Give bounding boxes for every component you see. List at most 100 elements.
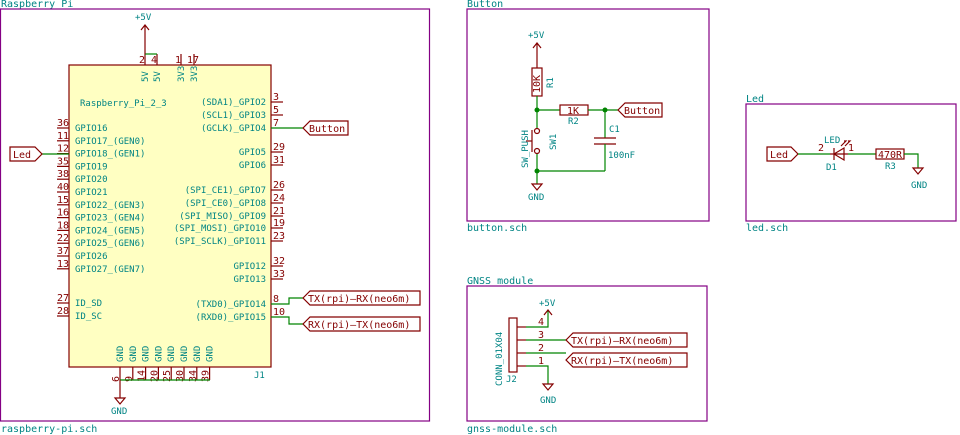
sheet-led[interactable]: Led led.sch (745, 94, 957, 234)
rpi-pin-name: (SPI_CE1)_GPIO7 (185, 186, 266, 196)
sheet-border-raspberry-pi (0, 8, 431, 422)
button-circuit: +5V 10K R1 1K R2 Button C1 100nF SW_PUSH… (521, 31, 663, 203)
rpi-pin-num: 2 (139, 55, 145, 66)
c1-ref: C1 (609, 125, 620, 135)
rpi-pin-num: 4 (151, 55, 157, 66)
gnss-gnd-label: GND (540, 396, 556, 406)
sheet-border-gnss (466, 285, 708, 422)
sw-ref: SW1 (549, 134, 559, 150)
sheet-file-gnss: gnss-module.sch (467, 424, 557, 435)
rx-label-text: RX(rpi)—TX(neo6m) (308, 320, 410, 331)
rpi-pin-num: 36 (57, 118, 69, 129)
rpi-pin-num: 24 (273, 193, 285, 204)
rpi-pin-num: 14 (137, 370, 148, 382)
rpi-rx-net[interactable]: RX(rpi)—TX(neo6m) (271, 316, 421, 332)
sheet-title-led: Led (746, 94, 764, 105)
rpi-pin-name: GPIO22_(GEN3) (75, 201, 145, 211)
rpi-pin-num: 8 (273, 294, 279, 305)
rpi-pin-num: 10 (273, 307, 285, 318)
button-label-text: Button (309, 124, 345, 135)
rpi-pin-name: GPIO5 (239, 148, 266, 158)
rpi-pin-name: 3V3 (190, 66, 200, 82)
rpi-pin-name: (SPI_MISO)_GPIO9 (179, 212, 266, 222)
raspberry-pi-symbol[interactable]: Raspberry_Pi_2_3 J1 2 4 1 17 5V 5V 3V3 3… (57, 13, 285, 417)
rpi-pin-name: GPIO20 (75, 175, 108, 185)
j2-pin: 3 (538, 330, 544, 341)
d1-value: LED (824, 136, 840, 146)
rpi-pin-name: 5V (153, 71, 163, 82)
rpi-pin-name: GND (129, 346, 139, 362)
rpi-pin-name: (SPI_SCLK)_GPIO11 (174, 237, 266, 247)
rpi-gnd-label: GND (111, 407, 127, 417)
rpi-pin-name: GPIO17_(GEN0) (75, 137, 145, 147)
rpi-pin-name: (SPI_CE0)_GPIO8 (185, 199, 266, 209)
rpi-pin-num: 32 (273, 256, 285, 267)
r3-value: 470R (878, 150, 903, 161)
rx-global-label (302, 316, 421, 332)
rpi-pin-name: GPIO16 (75, 124, 108, 134)
d1-pin1: 1 (848, 143, 854, 154)
rpi-pin-name: (SCL1)_GPIO3 (201, 111, 266, 121)
rpi-pin-name: GPIO27_(GEN7) (75, 265, 145, 275)
rpi-led-net[interactable]: Led (9, 146, 69, 162)
rpi-pin-num: 7 (273, 118, 279, 129)
gnss-tx-label (565, 332, 688, 348)
j2-connector (508, 317, 518, 373)
rpi-pin-name: 5V (141, 71, 151, 82)
rpi-pin-num: 23 (273, 231, 285, 242)
raspberry-pi-body (68, 64, 272, 368)
led-sheet-label-text: Led (770, 150, 788, 161)
button-sheet-label-text: Button (624, 106, 660, 117)
rpi-right-pins: 3(SDA1)_GPIO25(SCL1)_GPIO37(GCLK)_GPIO42… (174, 92, 285, 323)
sheet-button[interactable]: Button button.sch (466, 0, 710, 234)
sheet-title-raspberry-pi: Raspberry Pi (1, 0, 73, 10)
sheet-title-button: Button (467, 0, 503, 10)
rpi-pin-name: GND (167, 346, 177, 362)
rpi-pin-num: 6 (111, 376, 122, 382)
rpi-pin-name: GPIO26 (75, 252, 108, 262)
rpi-pin-num: 20 (149, 370, 160, 382)
rpi-pin-name: (TXD0)_GPIO14 (196, 300, 266, 310)
gnss-power-label: +5V (539, 299, 556, 309)
rpi-pin-name: GPIO18_(GEN1) (75, 150, 145, 160)
rpi-pin-name: GPIO21 (75, 188, 108, 198)
rpi-pin-name: (RXD0)_GPIO15 (196, 313, 266, 323)
led-circuit: Led 2 1 LED D1 470R R3 GND (766, 136, 927, 191)
j2-pin: 4 (538, 317, 544, 328)
rpi-pin-num: 21 (273, 206, 285, 217)
gnss-rx-label-text: RX(rpi)—TX(neo6m) (571, 356, 673, 367)
led-global-label (9, 146, 43, 162)
r3-ref: R3 (885, 162, 896, 172)
rpi-button-net[interactable]: Button (271, 120, 349, 136)
r2-value: 1K (567, 106, 579, 117)
rpi-pin-num: 27 (57, 293, 69, 304)
rpi-pin-num: 11 (57, 131, 69, 142)
rpi-power-symbol: +5V (135, 13, 152, 54)
rpi-tx-net[interactable]: TX(rpi)—RX(neo6m) (271, 290, 421, 306)
button-global-label (302, 120, 349, 136)
d1-pin2: 2 (818, 143, 824, 154)
rpi-pin-num: 26 (273, 180, 285, 191)
r2-ref: R2 (568, 117, 579, 127)
led-label-text: Led (13, 150, 31, 161)
rpi-pin-name: GND (206, 346, 216, 362)
rpi-pin-num: 38 (57, 169, 69, 180)
d1-ref: D1 (826, 163, 837, 173)
r1-ref: R1 (546, 77, 556, 88)
rpi-pin-num: 15 (57, 195, 69, 206)
rpi-pin-name: (SPI_MOSI)_GPIO10 (174, 224, 266, 234)
rpi-pin-num: 12 (57, 144, 69, 155)
rpi-pin-name: GND (180, 346, 190, 362)
rpi-pin-name: GPIO12 (233, 262, 266, 272)
rpi-pin-num: 5 (273, 105, 279, 116)
rpi-ref: J1 (254, 371, 265, 381)
j2-ref: J2 (506, 375, 517, 385)
sheet-gnss[interactable]: GNSS module gnss-module.sch (466, 276, 708, 435)
led-gnd-label: GND (911, 181, 927, 191)
rpi-pin-name: GND (154, 346, 164, 362)
sheet-raspberry-pi[interactable]: Raspberry Pi raspberry-pi.sch (0, 0, 431, 435)
gnss-tx-label-text: TX(rpi)—RX(neo6m) (571, 336, 673, 347)
